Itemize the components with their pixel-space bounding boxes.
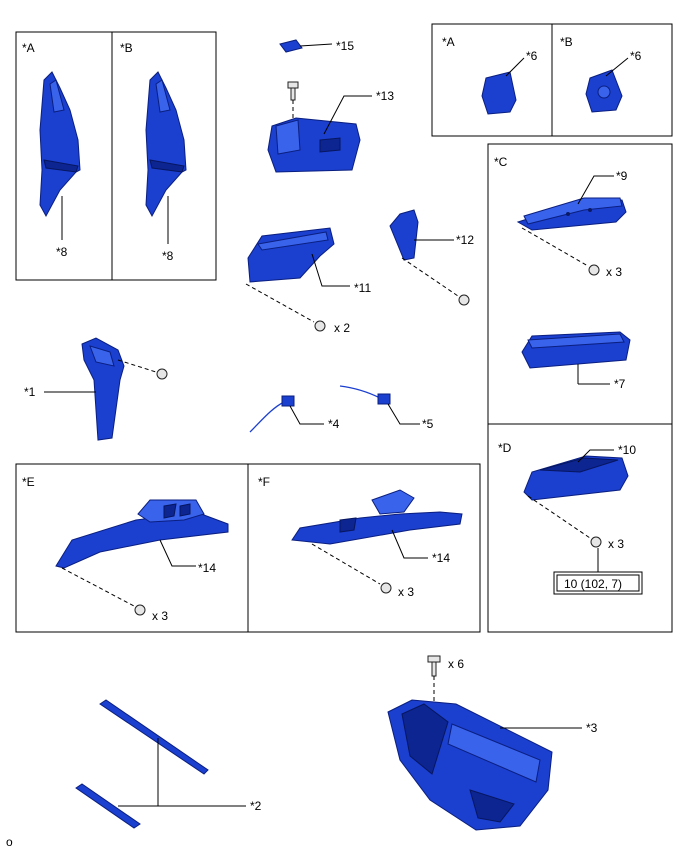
label-qty-d: x 3 — [608, 537, 624, 551]
label-qty-e: x 3 — [152, 609, 168, 623]
part-14-variant-f — [291, 489, 463, 545]
part-7 — [521, 331, 631, 369]
label-callout-2: *2 — [250, 799, 262, 813]
part-15 — [279, 39, 303, 53]
part-2-upper — [99, 699, 209, 775]
label-callout-12: *12 — [456, 233, 474, 247]
torque-spec-box-inner — [556, 574, 640, 592]
part-6-variant-a — [481, 71, 517, 115]
bolt-12 — [458, 294, 470, 306]
leader-2 — [118, 738, 159, 807]
leader-11 — [311, 253, 350, 287]
bolt-1 — [156, 368, 168, 380]
label-callout-13: *13 — [376, 89, 394, 103]
leader-4 — [289, 405, 324, 425]
label-panel-c: *C — [494, 155, 508, 169]
part-5 — [377, 393, 391, 405]
part-3 — [387, 699, 553, 831]
dash-9 — [521, 227, 589, 267]
label-callout-7: *7 — [614, 377, 626, 391]
wire-4 — [249, 401, 285, 433]
dash-11 — [245, 283, 315, 323]
leader-13 — [323, 95, 372, 135]
part-9 — [516, 197, 627, 231]
bolt-14-f — [380, 582, 392, 594]
part-2-lower — [75, 783, 141, 829]
part-11 — [247, 227, 335, 283]
label-qty-f: x 3 — [398, 585, 414, 599]
label-panel-f: *F — [258, 475, 270, 489]
leader-5 — [387, 403, 420, 425]
part-4 — [281, 395, 295, 407]
dash-12 — [401, 257, 459, 297]
bolt-3 — [427, 655, 441, 677]
leader-15 — [299, 43, 333, 47]
dash-14-e — [61, 567, 135, 607]
label-panel-b-left: *B — [120, 41, 133, 55]
bolt-10 — [590, 536, 602, 548]
part-14-variant-e — [55, 499, 229, 569]
dash-10 — [527, 495, 591, 539]
wire-5 — [339, 385, 381, 399]
dash-14-f — [311, 543, 381, 585]
label-panel-b-right: *B — [560, 35, 573, 49]
bolt-14-e — [134, 604, 146, 616]
label-callout-5: *5 — [422, 417, 434, 431]
label-callout-1: *1 — [24, 385, 36, 399]
label-qty-11: x 2 — [334, 321, 350, 335]
label-callout-8-a: *8 — [56, 245, 68, 259]
label-callout-14-f: *14 — [432, 551, 450, 565]
part-8-variant-b — [145, 71, 187, 218]
part-6-b-button — [597, 85, 611, 99]
part-10 — [523, 455, 629, 501]
label-panel-a-left: *A — [22, 41, 35, 55]
part-12 — [389, 209, 419, 261]
panel-ab-left-frame — [15, 31, 217, 281]
label-qty-3: x 6 — [448, 657, 464, 671]
leader-6-b — [605, 57, 629, 77]
part-8-variant-a — [39, 71, 81, 218]
label-panel-d: *D — [498, 441, 512, 455]
label-panel-e: *E — [22, 475, 35, 489]
panel-cd-frame — [487, 143, 673, 633]
label-panel-a-right: *A — [442, 35, 455, 49]
leader-9 — [577, 175, 614, 205]
label-callout-9: *9 — [616, 169, 628, 183]
part-1 — [81, 337, 125, 441]
footer-mark: o — [6, 835, 13, 849]
label-callout-11: *11 — [354, 281, 371, 295]
label-callout-15: *15 — [336, 39, 354, 53]
leader-14-e — [159, 539, 196, 567]
bolt-13 — [287, 81, 299, 101]
bolt-11 — [314, 320, 326, 332]
label-torque-spec: 10 (102, 7) — [564, 577, 622, 591]
label-callout-6-a: *6 — [526, 49, 538, 63]
label-callout-8-b: *8 — [162, 249, 174, 263]
bolt-9 — [588, 264, 600, 276]
part-13 — [267, 117, 361, 173]
label-callout-10: *10 — [618, 443, 636, 457]
label-qty-c: x 3 — [606, 265, 622, 279]
label-callout-14-e: *14 — [198, 561, 216, 575]
leader-14-f — [391, 529, 428, 559]
label-callout-6-b: *6 — [630, 49, 642, 63]
label-callout-4: *4 — [328, 417, 340, 431]
leader-10 — [577, 449, 614, 463]
leader-6-a — [505, 57, 525, 77]
label-callout-3: *3 — [586, 721, 598, 735]
